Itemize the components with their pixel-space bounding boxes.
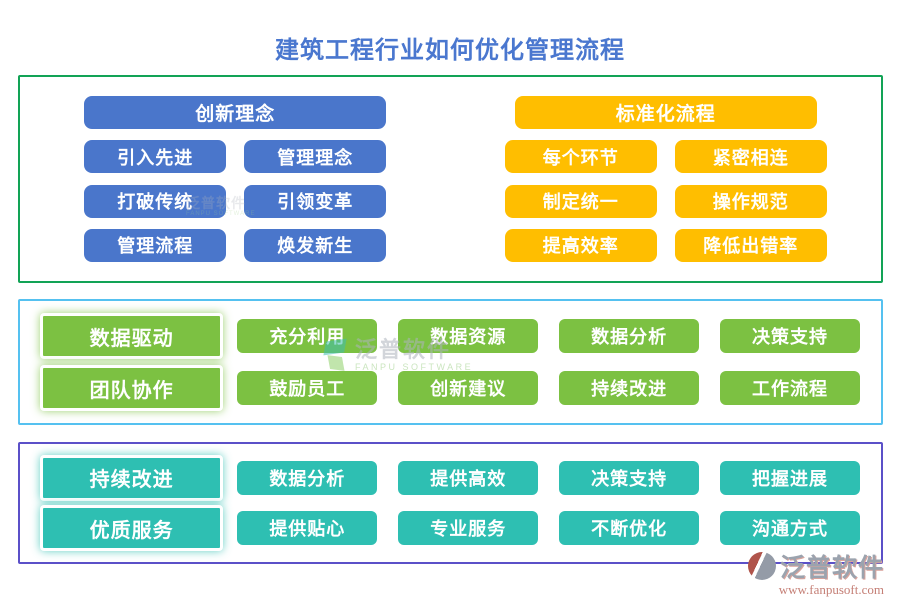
- tag: 把握进展: [720, 460, 860, 495]
- brand-logo: 泛普软件 www.fanpusoft.com: [748, 548, 884, 598]
- tag-row: 优质服务 提供贴心 专业服务 不断优化 沟通方式: [40, 505, 881, 552]
- tag: 沟通方式: [720, 511, 860, 546]
- tag-row: 每个环节 紧密相连: [504, 140, 827, 174]
- panel-service-improvement: 持续改进 数据分析 提供高效 决策支持 把握进展 优质服务 提供贴心 专业服务 …: [18, 442, 883, 564]
- tag: 紧密相连: [674, 140, 827, 174]
- tag-row: 制定统一 操作规范: [504, 184, 827, 218]
- tag: 决策支持: [720, 319, 860, 353]
- tag-featured: 数据驱动: [40, 313, 224, 359]
- tag: 管理流程: [84, 228, 227, 262]
- tag: 打破传统: [84, 184, 227, 218]
- tag: 创新建议: [398, 371, 539, 405]
- tag-featured: 持续改进: [40, 454, 224, 501]
- page-title: 建筑工程行业如何优化管理流程: [275, 37, 625, 64]
- tag-row: 团队协作 鼓励员工 创新建议 持续改进 工作流程: [40, 365, 881, 411]
- tag: 持续改进: [559, 371, 700, 405]
- panel-innovation-standardization: 创新理念 引入先进 管理理念 打破传统 引领变革 管理流程 焕发新生 标准化流程…: [18, 75, 883, 283]
- tag: 工作流程: [720, 371, 860, 405]
- tag-row: 提高效率 降低出错率: [504, 228, 827, 262]
- tag-row: 管理流程 焕发新生: [84, 228, 387, 262]
- tag: 鼓励员工: [237, 371, 378, 405]
- tag: 管理理念: [244, 140, 387, 174]
- tag: 数据分析: [237, 460, 378, 495]
- fanpu-circle-icon: [748, 552, 776, 580]
- tag: 每个环节: [504, 140, 657, 174]
- tag: 引领变革: [244, 184, 387, 218]
- brand-name: 泛普软件: [780, 554, 885, 582]
- tag-standardization-header: 标准化流程: [514, 96, 817, 130]
- tag: 决策支持: [559, 460, 700, 495]
- tag-row: 打破传统 引领变革: [84, 184, 387, 218]
- tag: 数据分析: [559, 319, 700, 353]
- tag-row: 数据驱动 充分利用 数据资源 数据分析 决策支持: [40, 313, 881, 359]
- tag: 制定统一: [504, 184, 657, 218]
- tag: 数据资源: [398, 319, 539, 353]
- tag-row: 引入先进 管理理念: [84, 140, 387, 174]
- group-innovation: 创新理念 引入先进 管理理念 打破传统 引领变革 管理流程 焕发新生: [20, 77, 451, 281]
- tag: 不断优化: [559, 511, 700, 546]
- tag: 充分利用: [237, 319, 378, 353]
- tag-featured: 优质服务: [40, 505, 224, 552]
- brand-url: www.fanpusoft.com: [778, 582, 885, 597]
- tag: 专业服务: [398, 511, 539, 546]
- tag: 引入先进: [84, 140, 227, 174]
- tag: 提高效率: [504, 228, 657, 262]
- panel-data-driven: 数据驱动 充分利用 数据资源 数据分析 决策支持 团队协作 鼓励员工 创新建议 …: [18, 299, 883, 425]
- tag-rows: 持续改进 数据分析 提供高效 决策支持 把握进展 优质服务 提供贴心 专业服务 …: [20, 444, 881, 562]
- tag-innovation-header: 创新理念: [84, 96, 387, 130]
- tag: 提供高效: [398, 460, 539, 495]
- tag: 操作规范: [674, 184, 827, 218]
- tag-rows: 数据驱动 充分利用 数据资源 数据分析 决策支持 团队协作 鼓励员工 创新建议 …: [20, 301, 881, 423]
- tag-featured: 团队协作: [40, 365, 224, 411]
- tag: 提供贴心: [237, 511, 378, 546]
- tag: 降低出错率: [674, 228, 827, 262]
- group-standardization: 标准化流程 每个环节 紧密相连 制定统一 操作规范 提高效率 降低出错率: [451, 77, 882, 281]
- tag-row: 持续改进 数据分析 提供高效 决策支持 把握进展: [40, 454, 881, 501]
- tag: 焕发新生: [244, 228, 387, 262]
